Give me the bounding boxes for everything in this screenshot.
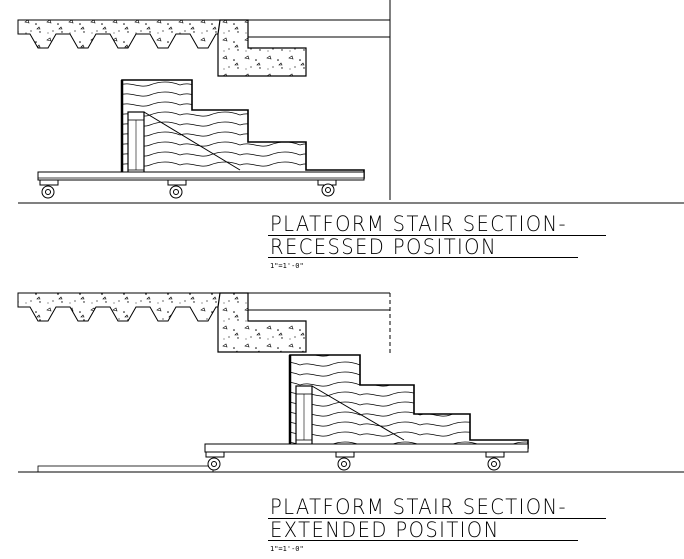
title-underline: [268, 540, 578, 541]
concrete-slab: [217, 19, 307, 77]
drawing-title-line1: PLATFORM STAIR SECTION-: [270, 212, 568, 236]
corrugated-deck: [17, 19, 221, 49]
drawing-title-line2: EXTENDED POSITION: [270, 518, 500, 542]
drawing-scale: 1"=1'-0": [270, 545, 304, 553]
corrugated-deck: [17, 292, 221, 322]
caster: [39, 179, 337, 199]
title-underline: [268, 235, 606, 236]
extended-section: [17, 292, 684, 473]
drawing-title-line2: RECESSED POSITION: [270, 235, 497, 259]
stair-body: [121, 79, 365, 179]
caster: [205, 451, 505, 471]
title-underline: [268, 257, 578, 258]
drawing-title-line1: PLATFORM STAIR SECTION-: [270, 495, 568, 519]
stair-body: [289, 354, 529, 449]
recessed-section: [17, 0, 684, 204]
title-underline: [268, 518, 606, 519]
drawing-scale: 1"=1'-0": [270, 262, 304, 270]
concrete-slab: [217, 292, 307, 353]
